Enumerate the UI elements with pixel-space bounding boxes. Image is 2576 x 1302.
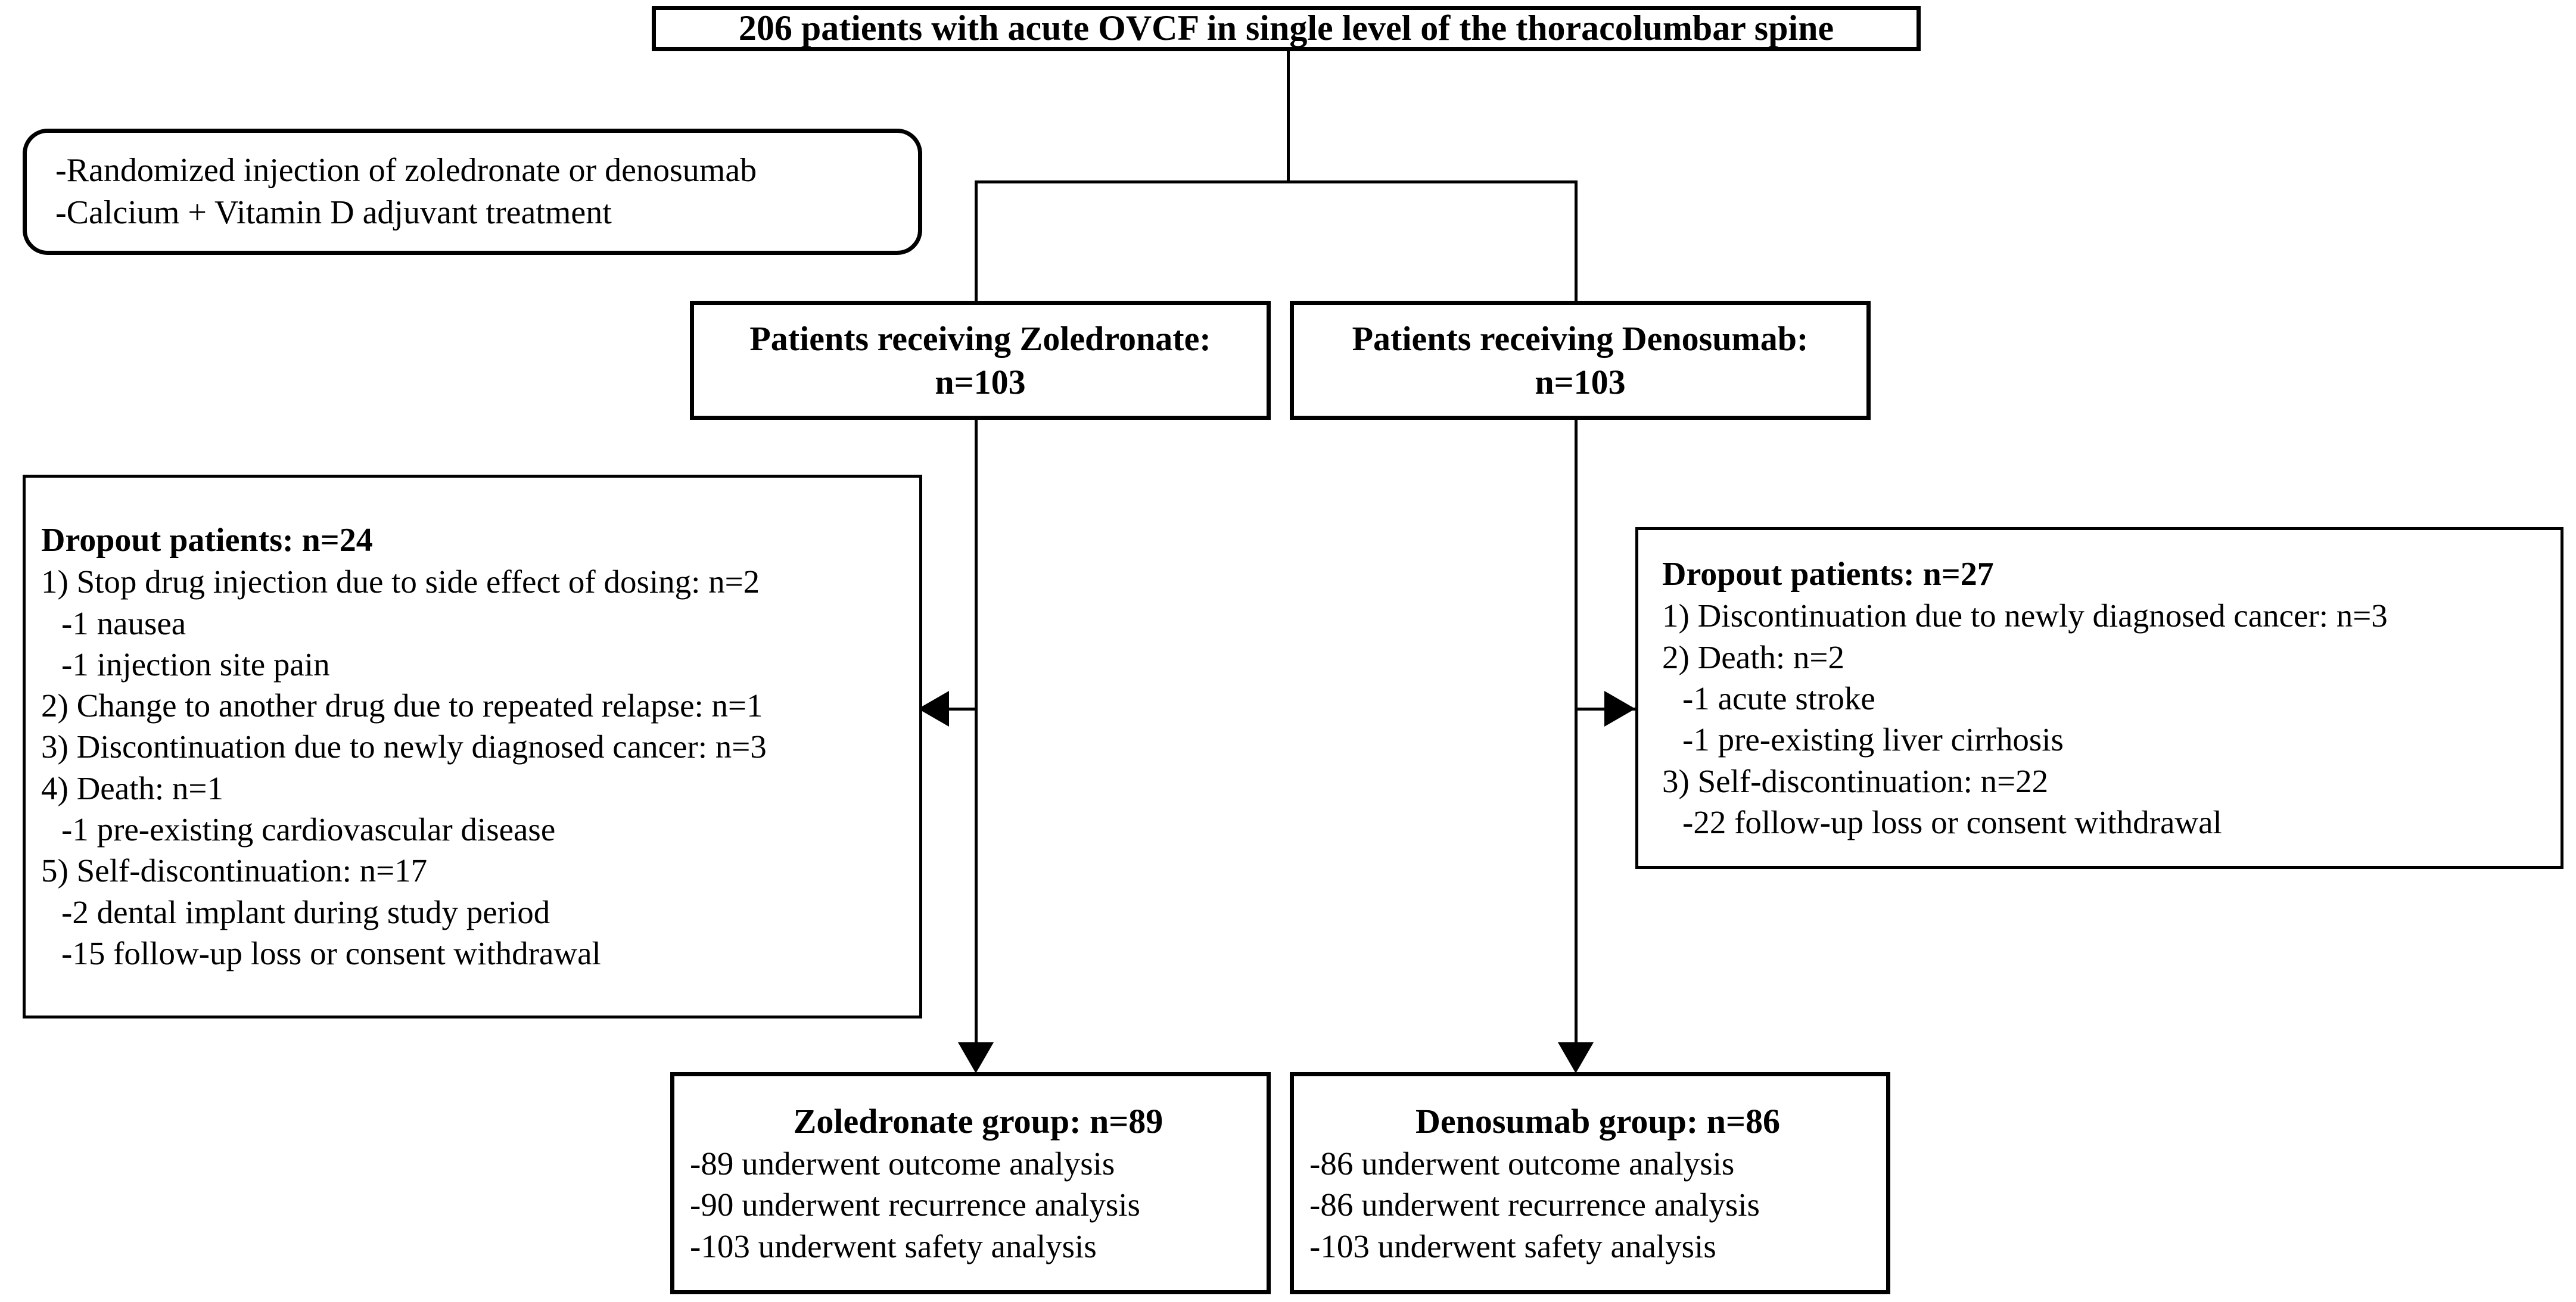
connector-right-trunk [1575, 420, 1578, 1069]
dropout-left-item: -1 pre-existing cardiovascular disease [61, 811, 556, 848]
title-box: 206 patients with acute OVCF in single l… [652, 6, 1921, 51]
dropout-right-item: -1 acute stroke [1682, 680, 1875, 717]
outcome-right-heading: Denosumab group: n=86 [1415, 1102, 1781, 1141]
arm-denosumab-count: n=103 [1535, 363, 1626, 401]
outcome-left-heading: Zoledronate group: n=89 [793, 1102, 1163, 1141]
dropout-left-heading: Dropout patients: n=24 [41, 521, 373, 559]
dropout-box-zoledronate: Dropout patients: n=24 1) Stop drug inje… [23, 475, 922, 1018]
outcome-right-item: -103 underwent safety analysis [1309, 1228, 1716, 1264]
outcome-box-zoledronate: Zoledronate group: n=89 -89 underwent ou… [670, 1072, 1271, 1294]
outcome-left-item: -90 underwent recurrence analysis [690, 1186, 1140, 1223]
dropout-right-item: 3) Self-discontinuation: n=22 [1662, 762, 2049, 799]
dropout-left-item: -1 injection site pain [61, 646, 330, 683]
randomization-box: -Randomized injection of zoledronate or … [23, 129, 922, 255]
connector-left-trunk [975, 420, 978, 1069]
arm-zoledronate-label: Patients receiving Zoledronate: [749, 319, 1211, 358]
dropout-right-item: -1 pre-existing liver cirrhosis [1682, 721, 2064, 758]
dropout-left-item: 1) Stop drug injection due to side effec… [41, 563, 760, 600]
outcome-left-item: -103 underwent safety analysis [690, 1228, 1097, 1264]
arrow-left-dropout [918, 691, 949, 727]
arrow-down-left-outcome [958, 1042, 994, 1073]
dropout-left-item: -1 nausea [61, 605, 186, 641]
title-text: 206 patients with acute OVCF in single l… [738, 8, 1834, 48]
randomization-line-1: -Randomized injection of zoledronate or … [55, 152, 757, 189]
connector-split-bar [975, 180, 1578, 183]
outcome-right-item: -86 underwent outcome analysis [1309, 1145, 1735, 1182]
dropout-right-item: -22 follow-up loss or consent withdrawal [1682, 803, 2222, 840]
outcome-box-denosumab: Denosumab group: n=86 -86 underwent outc… [1290, 1072, 1890, 1294]
arm-box-denosumab: Patients receiving Denosumab: n=103 [1290, 301, 1871, 420]
connector-right-branch [1575, 180, 1578, 303]
arm-denosumab-label: Patients receiving Denosumab: [1352, 319, 1809, 358]
outcome-right-item: -86 underwent recurrence analysis [1309, 1186, 1760, 1223]
dropout-box-denosumab: Dropout patients: n=27 1) Discontinuatio… [1635, 527, 2563, 869]
dropout-right-item: 1) Discontinuation due to newly diagnose… [1662, 597, 2388, 634]
arm-box-zoledronate: Patients receiving Zoledronate: n=103 [690, 301, 1271, 420]
dropout-left-item: -2 dental implant during study period [61, 893, 550, 930]
dropout-right-item: 2) Death: n=2 [1662, 638, 1844, 675]
dropout-left-item: 5) Self-discontinuation: n=17 [41, 852, 428, 889]
randomization-line-2: -Calcium + Vitamin D adjuvant treatment [55, 194, 612, 231]
dropout-right-heading: Dropout patients: n=27 [1662, 555, 1994, 593]
dropout-left-item: 2) Change to another drug due to repeate… [41, 687, 763, 724]
arrow-down-right-outcome [1558, 1042, 1594, 1073]
arm-zoledronate-count: n=103 [935, 363, 1026, 401]
dropout-left-item: 4) Death: n=1 [41, 770, 223, 806]
outcome-left-item: -89 underwent outcome analysis [690, 1145, 1115, 1182]
connector-left-branch [975, 180, 978, 303]
arrow-right-dropout [1604, 691, 1635, 727]
dropout-left-item: -15 follow-up loss or consent withdrawal [61, 935, 601, 971]
dropout-left-item: 3) Discontinuation due to newly diagnose… [41, 728, 767, 765]
connector-title-stem [1287, 31, 1290, 182]
